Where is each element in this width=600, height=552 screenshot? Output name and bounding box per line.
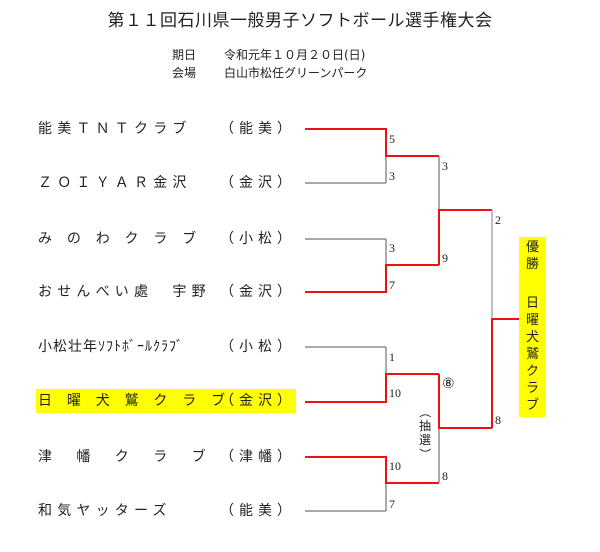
semifinal-bottom-lines (438, 374, 492, 483)
champion-team-char: 曜 (525, 313, 539, 328)
champion-label-char: 勝 (525, 257, 539, 272)
date-value: 令和元年１０月２０日(日) (224, 48, 366, 62)
score-team-3: 3 (389, 241, 395, 255)
score-team-7: 10 (389, 459, 401, 473)
team-name: 日 曜 犬 鷲 ク ラ ブ (38, 393, 231, 409)
match-2-lines (305, 238, 439, 293)
venue-value: 白山市松任グリーンパーク (224, 66, 368, 80)
score-semifinal-top-b: 9 (442, 251, 448, 265)
team-name: 小松壮年ｿﾌﾄﾎﾞｰﾙｸﾗﾌﾞ (38, 339, 184, 355)
team-region: （金沢） (220, 175, 296, 191)
champion-team-char: ラ (525, 381, 539, 396)
match-4-lines (305, 456, 439, 512)
champion-team-char: 日 (525, 296, 539, 311)
champion-team-char: 犬 (525, 330, 539, 345)
team-region: （小松） (220, 339, 296, 355)
final-lines (491, 210, 520, 428)
team-entry-7: 津 幡 ク ラ ブ （津幡） (38, 445, 296, 469)
team-name: 能美ＴＮＴクラブ (38, 121, 192, 137)
semifinal-top-lines (438, 156, 492, 265)
team-name: ＺＯＩＹＡＲ金沢 (38, 175, 192, 191)
score-team-6: 10 (389, 386, 401, 400)
team-entry-3: み の わ ク ラ ブ （小松） (38, 227, 296, 251)
team-region: （金沢） (220, 393, 296, 409)
lottery-note: （ 抽 選 ） (418, 405, 432, 461)
score-semifinal-bottom-b: 8 (442, 469, 448, 483)
team-region: （金沢） (220, 284, 296, 300)
team-name: 津 幡 ク ラ ブ (38, 449, 211, 465)
score-semifinal-top-a: 3 (442, 159, 448, 173)
date-label: 期日 (172, 48, 197, 62)
champion-team-char: ブ (525, 398, 539, 413)
champion-label-char: 優 (525, 240, 539, 255)
match-1-lines (305, 128, 439, 184)
team-entry-5: 小松壮年ｿﾌﾄﾎﾞｰﾙｸﾗﾌﾞ （小松） (38, 335, 296, 359)
score-final-top: 2 (495, 213, 501, 227)
champion-box: 優 勝 日 曜 犬 鷲 ク ラ ブ (519, 237, 546, 417)
match-3-lines (305, 346, 439, 403)
team-name: おせんべい處 宇野 (38, 284, 211, 300)
lottery-char-1: 抽 (418, 419, 431, 433)
team-name: み の わ ク ラ ブ (38, 231, 202, 247)
team-entry-8: 和気ヤッターズ （能美） (38, 499, 296, 523)
team-region: （能美） (220, 121, 296, 137)
score-team-1: 5 (389, 132, 395, 146)
score-team-8: 7 (389, 497, 395, 511)
team-entry-2: ＺＯＩＹＡＲ金沢 （金沢） (38, 171, 296, 195)
score-team-4: 7 (389, 278, 395, 292)
team-name: 和気ヤッターズ (38, 503, 172, 519)
venue-label: 会場 (172, 66, 197, 80)
team-entry-1: 能美ＴＮＴクラブ （能美） (38, 117, 296, 141)
lottery-char-2: 選 (418, 433, 431, 447)
score-team-5: 1 (389, 350, 395, 364)
team-region: （津幡） (220, 449, 296, 465)
lottery-close-paren: ） (418, 447, 432, 460)
team-entry-6-highlighted: 日 曜 犬 鷲 ク ラ ブ （金沢） (36, 389, 296, 413)
champion-team-char: 鷲 (525, 347, 539, 362)
champion-team-char: ク (525, 364, 539, 379)
lottery-open-paren: （ (418, 405, 432, 418)
team-entry-4: おせんべい處 宇野 （金沢） (38, 280, 296, 304)
team-region: （小松） (220, 231, 296, 247)
date-info: 期日 令和元年１０月２０日(日) (172, 46, 365, 63)
venue-info: 会場 白山市松任グリーンパーク (172, 64, 367, 81)
score-semifinal-bottom-a: ⑧ (442, 377, 455, 392)
score-final-bottom: 8 (495, 413, 501, 427)
team-region: （能美） (220, 503, 296, 519)
page-title: 第１１回石川県一般男子ソフトボール選手権大会 (107, 11, 493, 31)
score-team-2: 3 (389, 169, 395, 183)
